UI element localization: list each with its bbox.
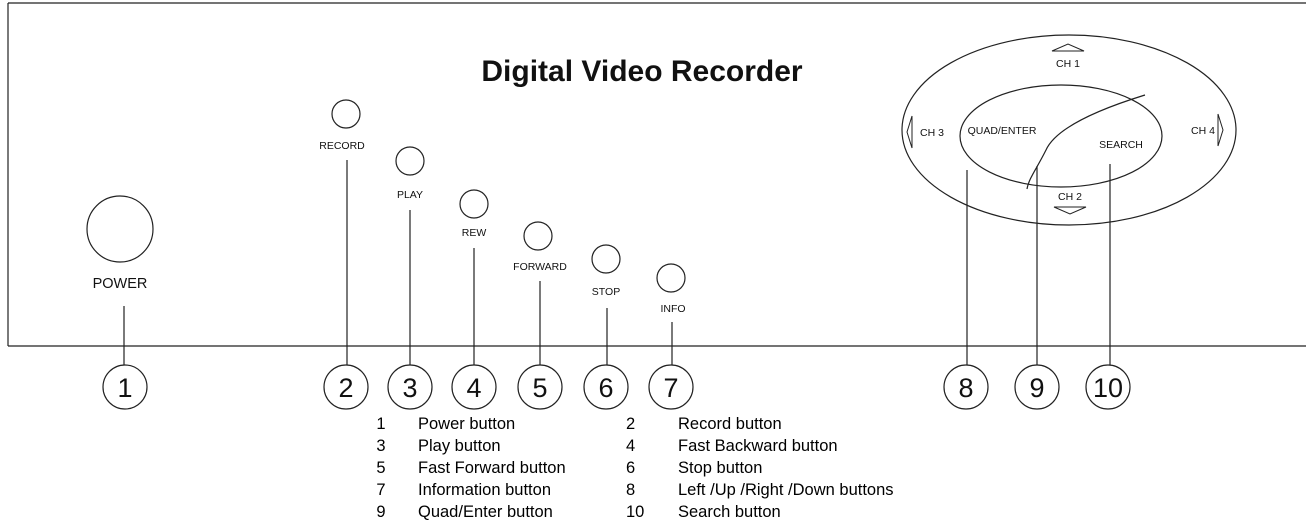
ch1-label: CH 1 (1056, 58, 1080, 70)
direction-ring[interactable] (901, 34, 1237, 226)
ch3-label: CH 3 (920, 127, 944, 139)
up-arrow-icon[interactable] (1051, 43, 1085, 52)
legend-text: Play button (418, 437, 501, 455)
svg-text:1: 1 (117, 373, 132, 403)
power-label: POWER (93, 276, 148, 292)
svg-text:8: 8 (958, 373, 973, 403)
legend-text: Power button (418, 415, 515, 433)
stop-label: STOP (592, 286, 620, 298)
callout-1: 1 (102, 364, 148, 410)
rew-label: REW (462, 227, 487, 239)
navigation-pad: CH 1 CH 2 CH 3 CH 4 QUAD/ENTER SEARCH (901, 34, 1237, 226)
left-arrow-icon[interactable] (906, 115, 913, 149)
legend-num: 8 (626, 481, 635, 499)
legend: 1 Power button 3 Play button 5 Fast Forw… (376, 415, 893, 521)
legend-num: 7 (376, 481, 385, 499)
forward-label: FORWARD (513, 261, 567, 273)
legend-text: Fast Backward button (678, 437, 838, 455)
center-pad (959, 84, 1163, 188)
device-title: Digital Video Recorder (481, 55, 803, 88)
svg-text:2: 2 (338, 373, 353, 403)
forward-button[interactable] (523, 221, 553, 251)
play-label: PLAY (397, 189, 423, 201)
ch4-label: CH 4 (1191, 125, 1215, 137)
callout-3: 3 (387, 364, 433, 410)
play-button[interactable] (395, 146, 425, 176)
svg-text:7: 7 (663, 373, 678, 403)
svg-text:3: 3 (402, 373, 417, 403)
legend-num: 6 (626, 459, 635, 477)
legend-num: 2 (626, 415, 635, 433)
leader-lines (123, 160, 1111, 366)
svg-text:5: 5 (532, 373, 547, 403)
callout-2: 2 (323, 364, 369, 410)
callouts: 1 2 3 4 5 6 7 8 (102, 364, 1131, 410)
callout-10: 10 (1085, 364, 1131, 410)
svg-text:6: 6 (598, 373, 613, 403)
right-arrow-icon[interactable] (1217, 113, 1224, 147)
legend-text: Left /Up /Right /Down buttons (678, 481, 894, 499)
stop-button[interactable] (591, 244, 621, 274)
legend-num: 10 (626, 503, 644, 521)
legend-num: 1 (376, 415, 385, 433)
legend-text: Quad/Enter button (418, 503, 553, 521)
quad-enter-label: QUAD/ENTER (968, 125, 1037, 137)
callout-9: 9 (1014, 364, 1060, 410)
search-label: SEARCH (1099, 139, 1143, 151)
callout-5: 5 (517, 364, 563, 410)
down-arrow-icon[interactable] (1053, 206, 1087, 215)
callout-8: 8 (943, 364, 989, 410)
ch2-label: CH 2 (1058, 191, 1082, 203)
info-button[interactable] (656, 263, 686, 293)
callout-6: 6 (583, 364, 629, 410)
info-label: INFO (660, 303, 685, 315)
svg-text:9: 9 (1029, 373, 1044, 403)
callout-4: 4 (451, 364, 497, 410)
legend-text: Information button (418, 481, 551, 499)
svg-text:10: 10 (1093, 373, 1123, 403)
front-panel (7, 2, 1306, 347)
legend-num: 9 (376, 503, 385, 521)
legend-text: Record button (678, 415, 782, 433)
record-label: RECORD (319, 140, 365, 152)
record-button[interactable] (331, 99, 361, 129)
legend-text: Search button (678, 503, 781, 521)
legend-text: Stop button (678, 459, 762, 477)
rew-button[interactable] (459, 189, 489, 219)
callout-7: 7 (648, 364, 694, 410)
center-pad-divider (1026, 94, 1146, 190)
power-button[interactable] (86, 195, 154, 263)
legend-num: 5 (376, 459, 385, 477)
legend-num: 4 (626, 437, 635, 455)
legend-num: 3 (376, 437, 385, 455)
legend-text: Fast Forward button (418, 459, 566, 477)
svg-text:4: 4 (466, 373, 481, 403)
